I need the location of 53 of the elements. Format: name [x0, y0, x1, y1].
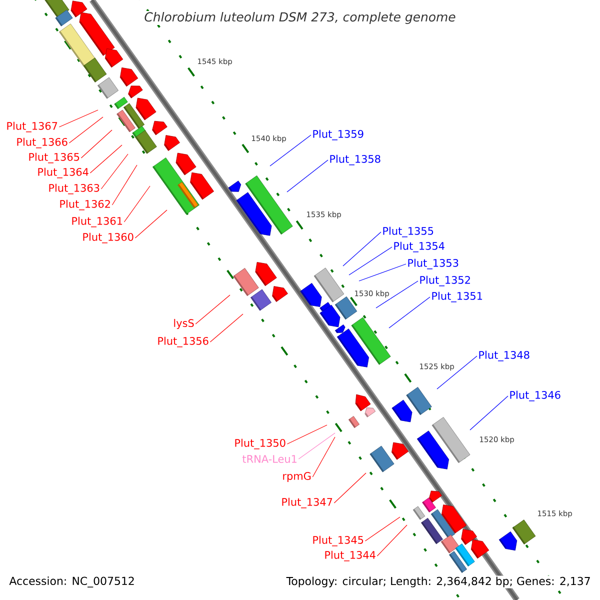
leader-line	[376, 524, 408, 556]
leader-line	[298, 432, 336, 460]
gene-label: Plut_1348	[479, 350, 530, 362]
leader-line	[112, 164, 138, 206]
gene-label: Plut_1350	[235, 438, 286, 450]
leader-line	[312, 436, 336, 478]
leader-line	[80, 130, 112, 158]
leader-line	[388, 296, 430, 328]
gene-label: Plut_1344	[325, 550, 376, 562]
gene-label: Plut_1362	[60, 200, 110, 210]
gene-label: Plut_1367	[7, 122, 58, 132]
leader-line	[470, 396, 508, 430]
gene-label: Plut_1355	[383, 226, 434, 238]
gene-label: Plut_1363	[49, 184, 100, 194]
gene-label: Plut_1356	[158, 336, 208, 348]
gene-label: Plut_1361	[72, 216, 122, 228]
gene-label: Plut_1354	[394, 242, 444, 252]
leader-line	[376, 280, 418, 308]
gene-label: lysS	[174, 318, 194, 330]
gene-label: Plut_1365	[29, 152, 80, 164]
gene-label: Plut_1353	[408, 258, 458, 270]
gene-label: Plut_1352	[420, 276, 470, 286]
leader-line	[286, 160, 328, 192]
gene-label: Plut_1346	[510, 390, 560, 402]
leader-line	[124, 186, 150, 222]
gene-label: Plut_1360	[83, 232, 134, 244]
leader-line	[358, 264, 406, 282]
gene-label: Plut_1345	[313, 536, 364, 546]
gene-label: Plut_1358	[330, 154, 380, 166]
leader-line	[210, 314, 244, 342]
gene-label: tRNA-Leu1	[242, 455, 296, 463]
leader-line	[68, 116, 104, 144]
leader-line	[134, 210, 168, 238]
leader-line	[58, 110, 98, 128]
footer-text: Topology: circular; Length: 2,364,842 bp; Genes: 2,137	[285, 576, 592, 588]
gene-label: Plut_1351	[432, 292, 482, 302]
leader-line	[342, 232, 382, 266]
gene-label: Plut_1364	[38, 168, 88, 178]
leader-line	[195, 294, 230, 324]
footer-text: Accession: NC_007512	[8, 576, 136, 588]
gene-label: Plut_1366	[17, 138, 68, 148]
gene-label: Plut_1347	[282, 498, 332, 508]
leader-line	[334, 472, 366, 504]
leader-line	[100, 154, 128, 190]
title: Chlorobium luteolum DSM 273, complete genome	[143, 10, 457, 26]
gene-label: rpmG	[283, 472, 311, 482]
leader-line	[348, 246, 392, 276]
leader-line	[90, 144, 122, 174]
leader-line	[286, 424, 328, 444]
leader-line	[436, 356, 478, 390]
leader-line	[364, 516, 400, 542]
gene-label: Plut_1359	[313, 130, 364, 140]
leader-line	[270, 134, 312, 166]
